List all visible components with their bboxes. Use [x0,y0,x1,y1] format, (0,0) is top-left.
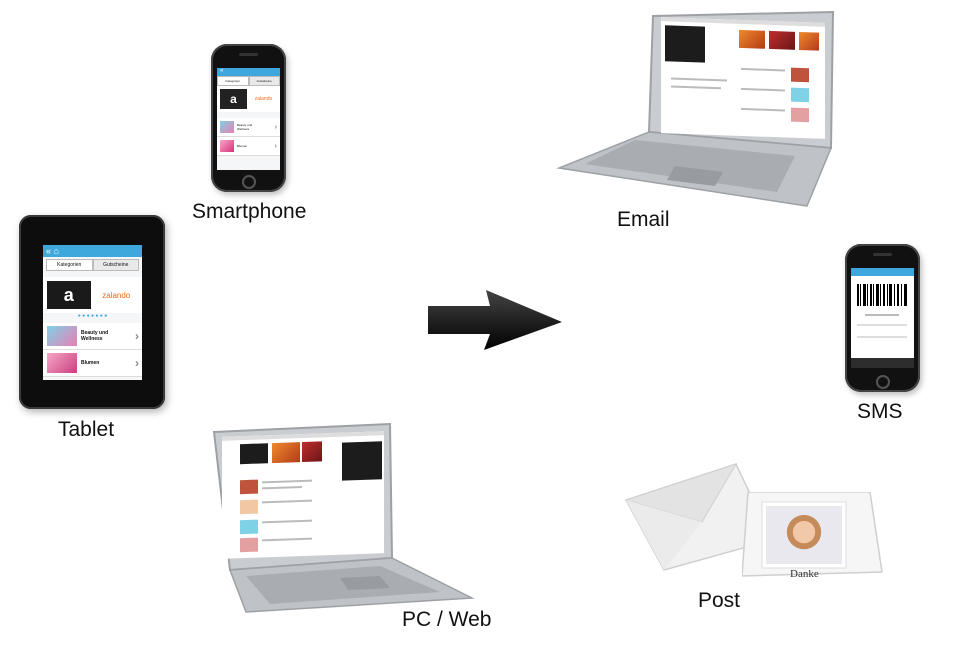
arrow-right-icon [428,290,564,352]
label-smartphone: Smartphone [192,200,306,224]
chevron-right-icon: › [135,329,139,343]
list-item-label: Blumen [237,144,247,148]
text-line [741,108,785,112]
phone-home-button [876,375,890,389]
text-line [262,538,312,542]
greeting-card: Danke [742,492,888,580]
amazon-card: a [47,281,91,309]
tablet-home-button [19,215,29,225]
label-email: Email [617,208,670,232]
sms-screen [851,268,914,368]
gift-card [665,25,705,62]
zalando-logo: zalando [255,96,273,102]
text-line [857,336,907,338]
zalando-card: zalando [250,89,277,109]
text-line [857,324,907,326]
chevron-right-icon: › [275,124,277,131]
app-bottom-bar [851,358,914,368]
list-item: Beauty und Wellness › [217,118,280,137]
card-text: Danke [790,568,819,580]
tablet-device: « ⌂ Kategorien Gutscheine a zalando ● ● … [19,215,165,409]
laptop-screen [661,17,825,139]
text-line [262,520,312,524]
smartphone-screen: « Kategorien Gutscheine a zalando Beauty… [217,68,280,170]
amazon-logo: a [64,285,74,306]
featured-brands: a zalando [217,86,280,112]
text-line [741,68,785,72]
chevron-right-icon: › [135,356,139,370]
text-line [865,314,899,316]
featured-brands: a zalando [43,277,142,313]
item-thumbnail [240,480,258,495]
list-item: Beauty und Wellness › [43,323,142,350]
label-sms: SMS [857,400,903,424]
tab-kategorien: Kategorien [217,76,249,86]
phone-home-button [242,175,256,189]
child-photo [766,506,842,564]
text-line [671,85,721,89]
label-post: Post [698,589,740,613]
gift-card [272,442,300,463]
list-item: Blumen › [43,350,142,377]
item-thumbnail [47,353,77,373]
item-thumbnail [791,108,809,123]
label-tablet: Tablet [58,418,114,442]
zalando-card: zalando [95,281,139,309]
app-header-bar [851,268,914,276]
item-thumbnail [791,88,809,103]
barcode-icon [857,284,907,306]
phone-speaker [873,253,892,256]
laptop-screen [222,431,384,559]
list-item-label: Blumen [81,360,99,366]
item-thumbnail [47,326,77,346]
gift-card [342,441,382,480]
chevron-right-icon: › [275,143,277,150]
app-tabs: Kategorien Gutscheine [46,259,139,271]
list-item: Blumen › [217,137,280,156]
gift-card [302,441,322,462]
item-thumbnail [240,520,258,535]
item-thumbnail [220,121,234,133]
sms-phone [845,244,920,392]
pager-dots: ● ● ● ● ● ● ● [43,313,142,323]
text-line [671,77,727,81]
item-thumbnail [240,500,258,515]
tablet-screen: « ⌂ Kategorien Gutscheine a zalando ● ● … [43,245,142,380]
phone-speaker [239,53,258,56]
list-item-label: Beauty und Wellness [237,123,263,131]
tab-gutscheine: Gutscheine [249,76,281,86]
text-line [262,500,312,504]
zalando-logo: zalando [102,291,130,300]
app-tabs: Kategorien Gutscheine [217,76,280,86]
item-thumbnail [240,538,258,553]
app-header-bar: « ⌂ [43,245,142,257]
gift-card [799,32,819,51]
smartphone-device: « Kategorien Gutscheine a zalando Beauty… [211,44,286,192]
tab-gutscheine: Gutscheine [93,259,140,271]
gift-card [739,30,765,49]
item-thumbnail [220,140,234,152]
amazon-card: a [220,89,247,109]
label-pc-web: PC / Web [402,608,491,632]
app-header-bar: « [217,68,280,76]
amazon-logo: a [230,92,237,106]
list-item-label: Beauty und Wellness [81,330,121,342]
gift-card [240,443,268,464]
text-line [741,88,785,92]
text-line [262,480,312,484]
tab-kategorien: Kategorien [46,259,93,271]
text-line [262,486,302,489]
item-thumbnail [791,68,809,83]
gift-card [769,31,795,50]
pc-web-laptop [210,420,480,620]
email-laptop [555,8,845,208]
